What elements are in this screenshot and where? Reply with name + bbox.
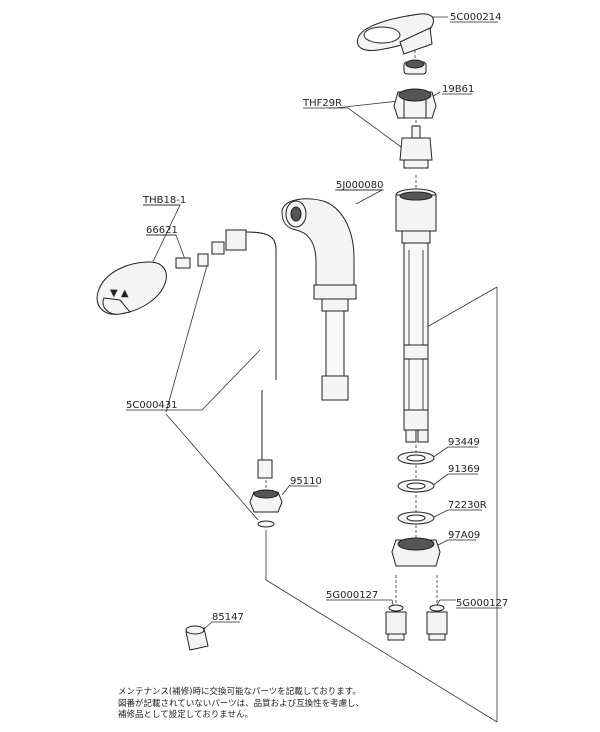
leader-line	[431, 509, 449, 519]
adapter-part	[403, 59, 427, 75]
washer-91369-part	[397, 479, 435, 493]
part-number-labels: 5C000214 19B61 THF29R 5J000080 THB18-1 6…	[126, 12, 508, 623]
leader-line	[166, 349, 261, 411]
leader-line	[436, 599, 456, 606]
part-number-label: 5C000214	[450, 12, 502, 23]
leader-line	[372, 599, 394, 606]
shower-head-part: ▼ ▲	[96, 261, 167, 315]
part-number-label: THB18-1	[142, 195, 186, 206]
faucet-body-part	[395, 188, 437, 443]
part-number-label: 91369	[448, 464, 480, 475]
hose-part	[211, 229, 277, 479]
fitting-left-part	[385, 604, 407, 641]
leader-line	[431, 473, 449, 487]
mounting-nut-part	[391, 537, 441, 567]
part-number-label: 5C000431	[126, 400, 178, 411]
spout-part	[281, 198, 357, 401]
part-number-label: 19B61	[442, 84, 474, 95]
maintenance-note: メンテナンス(補修)時に交換可能なパーツを記載しております。 図番が記載されてい…	[118, 687, 458, 722]
leader-line	[165, 413, 259, 521]
leader-line	[143, 204, 181, 269]
part-number-label: 97A09	[448, 530, 480, 541]
washer-93449-part	[397, 451, 435, 465]
part-number-label: 5J000080	[336, 180, 384, 191]
note-line: 図番が記載されていないパーツは、品質および互換性を考慮し、	[118, 698, 365, 709]
leader-line	[431, 446, 449, 459]
part-number-label: 5G000127	[326, 590, 378, 601]
hose-nut-part	[249, 489, 283, 528]
cap-nut-part	[393, 88, 437, 119]
fitting-right-part	[426, 604, 448, 641]
brand-mark: ▼ ▲	[110, 288, 129, 299]
part-number-label: 5G000127	[456, 598, 508, 609]
part-number-label: THF29R	[302, 98, 342, 109]
part-number-label: 85147	[212, 612, 244, 623]
note-line: 補修品として設定しておりません。	[118, 710, 253, 720]
note-line: メンテナンス(補修)時に交換可能なパーツを記載しております。	[118, 687, 361, 697]
lever-handle-part	[356, 13, 434, 55]
washer-72230r-part	[397, 511, 435, 525]
assembly-line	[426, 286, 498, 328]
part-number-label: 93449	[448, 437, 480, 448]
leader-line	[328, 107, 409, 153]
assembly-line	[265, 530, 498, 723]
cartridge-part	[399, 125, 433, 169]
leader-line	[335, 189, 383, 205]
part-number-label: 72230R	[448, 500, 487, 511]
connector-part	[175, 253, 209, 269]
part-number-label: 95110	[290, 476, 322, 487]
leader-line	[281, 484, 291, 496]
hose-weight-part	[185, 625, 209, 651]
part-number-label: 66621	[146, 225, 178, 236]
leader-line	[165, 261, 209, 413]
